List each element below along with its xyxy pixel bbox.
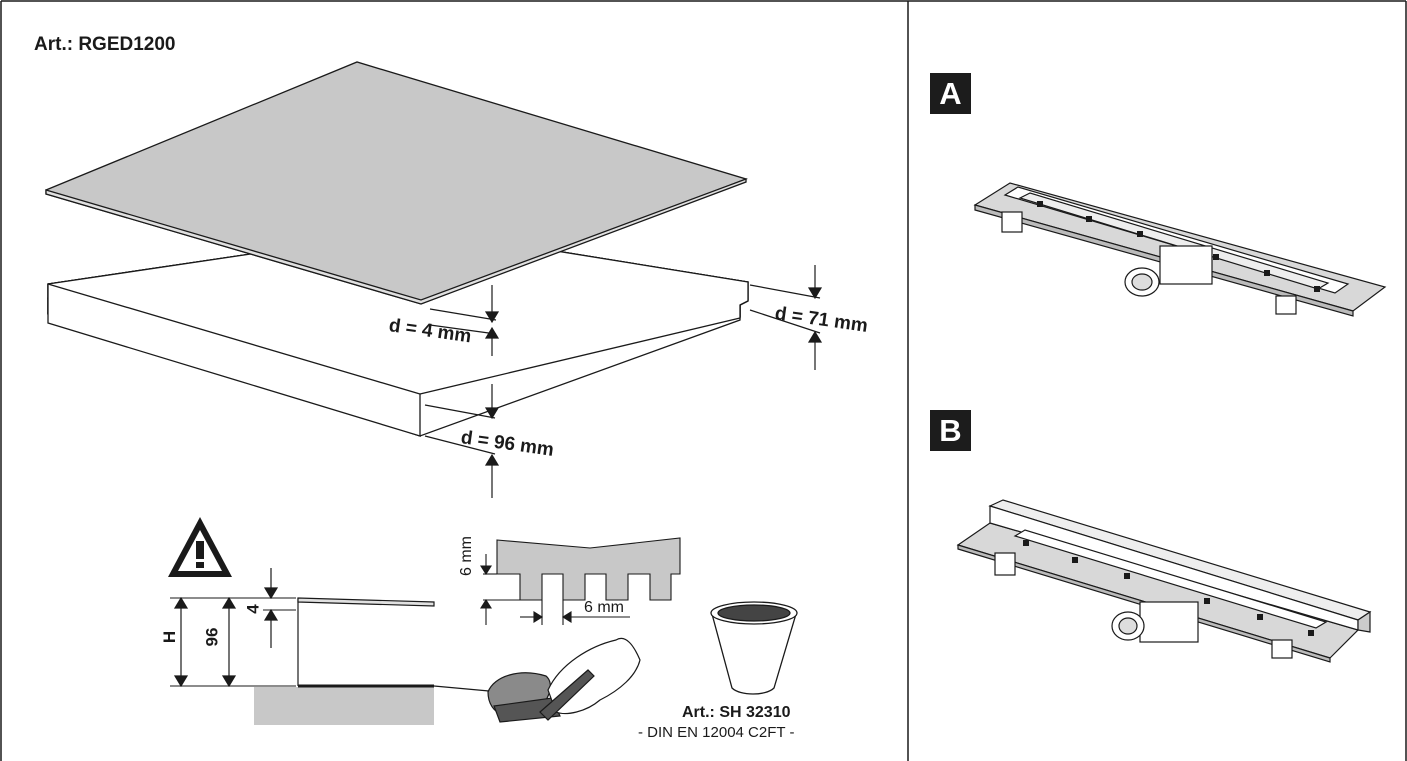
adhesive-bucket-icon [710, 601, 798, 695]
adhesive-standard-label: - DIN EN 12004 C2FT - [638, 724, 795, 741]
drain-a-illustration [973, 182, 1387, 317]
height-value-label: 96 [202, 627, 222, 647]
glove-hand-icon [433, 637, 641, 723]
notch-width-label: 6 mm [584, 599, 624, 616]
tile-sheet [45, 61, 749, 305]
plate-block-outline [47, 228, 749, 437]
article-title: Art.: RGED1200 [34, 34, 176, 55]
drain-b-illustration [956, 499, 1372, 663]
section-detail [170, 568, 435, 725]
height-label: H [160, 630, 180, 644]
variant-a-badge: A [930, 73, 971, 114]
dimension-arrows [424, 265, 823, 498]
variant-b-badge: B [930, 410, 971, 451]
notch-profile [480, 537, 681, 625]
warning-icon [168, 517, 232, 577]
notch-depth-label: 6 mm [458, 536, 475, 576]
tile-value-label: 4 [243, 604, 263, 614]
adhesive-article-label: Art.: SH 32310 [682, 704, 791, 721]
